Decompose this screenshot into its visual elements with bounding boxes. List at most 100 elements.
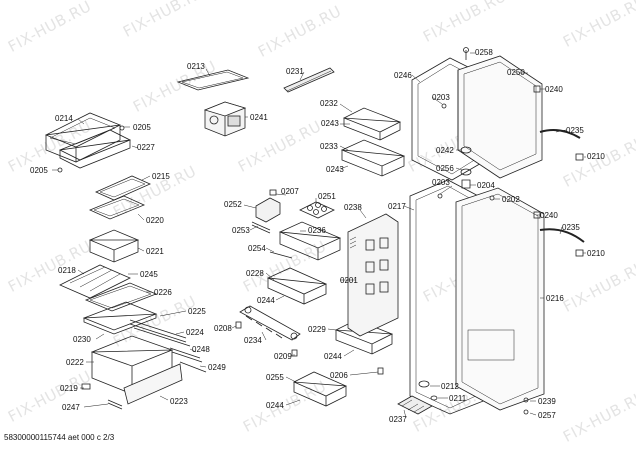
part-0235-handle	[539, 129, 585, 243]
part-label: 0243	[321, 119, 339, 128]
part-label: 0252	[224, 200, 242, 209]
part-label: 0214	[55, 114, 73, 123]
part-label: 0231	[286, 67, 304, 76]
part-0245-grille	[59, 264, 131, 299]
part-0206-clip	[377, 367, 384, 375]
part-label: 0207	[281, 187, 299, 196]
part-label: 0230	[73, 335, 91, 344]
part-0223-crisper-front	[123, 363, 183, 405]
document-footer: 58300000115744 aet 000 c 2/3	[4, 433, 115, 442]
part-label: 0253	[232, 226, 250, 235]
part-label: 0216	[546, 294, 564, 303]
part-0234-bottle-rack	[239, 305, 301, 341]
part-0256-hinge	[460, 168, 472, 176]
part-label: 0234	[244, 336, 262, 345]
part-0208-clip	[235, 321, 242, 329]
part-label: 0254	[248, 244, 266, 253]
part-0209-clip	[291, 349, 298, 357]
part-0255-door-shelf	[293, 371, 347, 407]
part-label: 0232	[320, 99, 338, 108]
part-0233-door-shelf	[340, 139, 406, 177]
part-label: 0226	[154, 288, 172, 297]
part-label: 0229	[308, 325, 326, 334]
part-0232-door-shelf	[343, 107, 401, 141]
part-label: 0246	[394, 71, 412, 80]
part-0227-tray	[59, 129, 131, 169]
part-label: 0256	[436, 164, 454, 173]
part-0213-mat	[176, 69, 250, 91]
part-0254-strip	[269, 251, 293, 259]
part-0221-drawer	[88, 229, 140, 263]
part-label: 0209	[274, 352, 292, 361]
part-label: 0225	[188, 307, 206, 316]
part-0224-rails	[129, 319, 191, 347]
part-0215-shelf	[95, 175, 151, 201]
part-label: 0204	[477, 181, 495, 190]
part-label: 0210	[587, 152, 605, 161]
part-label: 0241	[250, 113, 268, 122]
part-label: 0222	[66, 358, 84, 367]
part-label: 0235	[562, 223, 580, 232]
part-0202-screw	[489, 195, 495, 201]
part-0201-control-panel	[347, 213, 399, 337]
part-label: 0242	[436, 146, 454, 155]
part-0220-frame	[88, 195, 146, 220]
part-label: 0206	[330, 371, 348, 380]
part-0231-strip	[283, 67, 335, 93]
part-label: 0211	[449, 394, 467, 403]
part-label: 0248	[192, 345, 210, 354]
part-0237-bottom-hinge	[397, 395, 433, 415]
part-0219-clip	[81, 383, 91, 390]
part-0211-screw	[430, 395, 438, 401]
part-label: 0212	[441, 382, 459, 391]
part-label: 0219	[60, 384, 78, 393]
part-0212-bushing	[418, 380, 430, 388]
part-label: 0202	[502, 195, 520, 204]
part-0252-butter-lid	[255, 197, 281, 223]
part-0207-clip	[269, 189, 277, 196]
part-label: 0250	[507, 68, 525, 77]
part-label: 0205	[133, 123, 151, 132]
part-label: 0244	[266, 401, 284, 410]
part-0251-egg-tray	[299, 201, 335, 219]
part-label: 0227	[137, 143, 155, 152]
part-label: 0245	[140, 270, 158, 279]
part-0253-strip	[251, 221, 271, 234]
part-label: 0224	[186, 328, 204, 337]
part-label: 0257	[538, 411, 556, 420]
part-label: 0236	[308, 226, 326, 235]
part-label: 0244	[257, 296, 275, 305]
part-label: 0203	[432, 93, 450, 102]
part-label: 0223	[170, 397, 188, 406]
part-label: 0203	[432, 178, 450, 187]
part-0236-door-shelf	[279, 221, 341, 261]
part-label: 0228	[246, 269, 264, 278]
part-label: 0217	[388, 202, 406, 211]
part-0248-rail	[169, 347, 203, 363]
part-0250-freezer-door	[457, 55, 543, 179]
part-0257-screw	[523, 409, 529, 415]
part-label: 0215	[152, 172, 170, 181]
part-0214-tray	[45, 112, 121, 163]
part-label: 0213	[187, 62, 205, 71]
part-label: 0205	[30, 166, 48, 175]
part-label: 0255	[266, 373, 284, 382]
part-0228-door-shelf	[267, 267, 327, 305]
part-label: 0218	[58, 266, 76, 275]
part-label: 0249	[208, 363, 226, 372]
part-label: 0247	[62, 403, 80, 412]
part-label: 0258	[475, 48, 493, 57]
part-label: 0251	[318, 192, 336, 201]
part-label: 0233	[320, 142, 338, 151]
part-0204-hinge	[461, 179, 471, 189]
part-label: 0221	[146, 247, 164, 256]
part-label: 0240	[540, 211, 558, 220]
part-label: 0239	[538, 397, 556, 406]
part-0239-screw	[523, 397, 529, 403]
part-label: 0201	[340, 276, 358, 285]
part-0247-clip	[107, 399, 123, 410]
part-label: 0240	[545, 85, 563, 94]
part-0216-fridge-door	[455, 187, 545, 411]
